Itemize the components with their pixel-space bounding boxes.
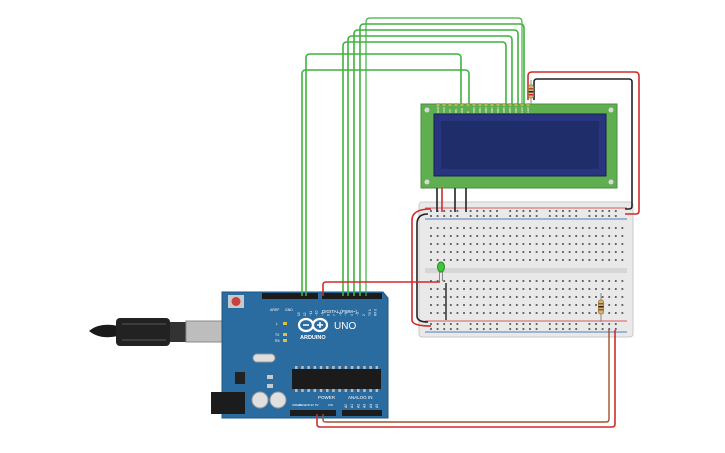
capacitor [269, 391, 287, 409]
arduino-brand-label: ARDUINO [300, 335, 326, 341]
lcd-pin-label: RW [460, 108, 464, 113]
digital-pin-label: 4 [350, 314, 354, 316]
digital-pin-label: ~9 [321, 312, 325, 316]
resistor-lcd[interactable] [528, 80, 534, 104]
lcd-pin-label: DB2 [484, 107, 488, 113]
l-led-label: L [276, 322, 278, 326]
wire-red [316, 330, 616, 428]
reset-pin-label: RESET [299, 403, 309, 407]
lcd-pin-label: DB1 [478, 107, 482, 113]
digital-pwm-label: DIGITAL (PWM~) [322, 309, 357, 314]
rx-led-label: RX [275, 339, 281, 343]
power-header [290, 410, 336, 416]
lcd-pin-label: DB0 [472, 107, 476, 113]
ioref-label: IOREF [292, 403, 301, 407]
wire-green [359, 23, 525, 296]
lcd-pin-label: GND [436, 106, 440, 114]
lcd-pin-label: RS [454, 109, 458, 113]
wire-red [527, 71, 640, 215]
lcd-pin-label: DB7 [514, 107, 518, 113]
resistor-breadboard[interactable] [598, 293, 604, 322]
gnd-label: GND [285, 308, 293, 312]
lcd-pin-label: DB3 [490, 107, 494, 113]
wire-green [365, 17, 523, 296]
wire-green [342, 41, 507, 296]
usb-port [185, 320, 223, 343]
arduino-logo [297, 317, 329, 333]
digital-pin-label: 2 [362, 314, 366, 316]
wire-red [322, 281, 440, 296]
digital-pin-label: 12 [303, 312, 307, 316]
power-jack [211, 392, 245, 414]
tx-led-label: TX [275, 333, 280, 337]
lcd-pin-label: VCC [442, 106, 446, 113]
reset-button[interactable] [228, 295, 244, 308]
wire-green [347, 35, 513, 296]
wire-brown [322, 330, 610, 423]
green-led[interactable] [437, 261, 445, 281]
digital-pin-label: ~5 [344, 312, 348, 316]
atmega-chip [292, 366, 381, 392]
wire-red [411, 208, 432, 327]
analog-pin-label: A1 [350, 404, 354, 408]
analog-pin-label: A2 [356, 404, 360, 408]
digital-pin-label: ~11 [309, 311, 313, 316]
capacitor [251, 391, 269, 409]
power-label: POWER [318, 395, 336, 400]
wire-green [305, 53, 462, 296]
digital-pin-label: ~10 [315, 310, 319, 316]
lcd-mount-holes [424, 107, 614, 185]
breadboard-holes [430, 210, 624, 330]
lcd-pin-label: DB6 [508, 107, 512, 113]
usb-cable [89, 318, 186, 346]
digital-pin-label: 13 [297, 312, 301, 316]
voltage-regulator [235, 372, 245, 384]
aref-label: AREF [270, 308, 279, 312]
arduino-model-label: UNO [334, 321, 356, 332]
digital-pin-label: TX 1 [368, 309, 372, 316]
lcd-pin-label: DB5 [502, 107, 506, 113]
wire-green [353, 29, 519, 296]
wire-black [416, 213, 429, 323]
digital-pin-label: 8 [327, 314, 331, 316]
analog-header [342, 410, 382, 416]
analog-pin-label: A3 [363, 404, 367, 408]
analog-pin-label: A0 [344, 404, 348, 408]
digital-header-left [262, 293, 318, 299]
digital-header-right [322, 293, 382, 299]
breadboard[interactable] [418, 201, 634, 338]
lcd-pin-label: DB4 [496, 107, 500, 113]
analog-in-label: ANALOG IN [348, 395, 373, 400]
analog-pin-label: A5 [375, 404, 379, 408]
wires [301, 17, 640, 428]
digital-pin-label: ~6 [338, 312, 342, 316]
wire-black [533, 78, 633, 210]
vin-label: VIN [328, 403, 333, 407]
lcd-pin-label: E [466, 111, 470, 113]
lcd-pin-label: LED [520, 106, 524, 113]
lcd-pin-label: V0 [448, 109, 452, 113]
digital-pin-label: RX 0 [374, 309, 378, 316]
digital-pin-label: 7 [332, 314, 336, 316]
crystal [252, 353, 276, 363]
lcd-pin-label: LED [526, 106, 530, 113]
v33-label: 3.3V [308, 403, 314, 407]
v5-label: 5V [315, 403, 319, 407]
analog-pin-label: A4 [369, 404, 373, 408]
digital-pin-label: ~3 [356, 312, 360, 316]
wire-green [301, 69, 470, 296]
